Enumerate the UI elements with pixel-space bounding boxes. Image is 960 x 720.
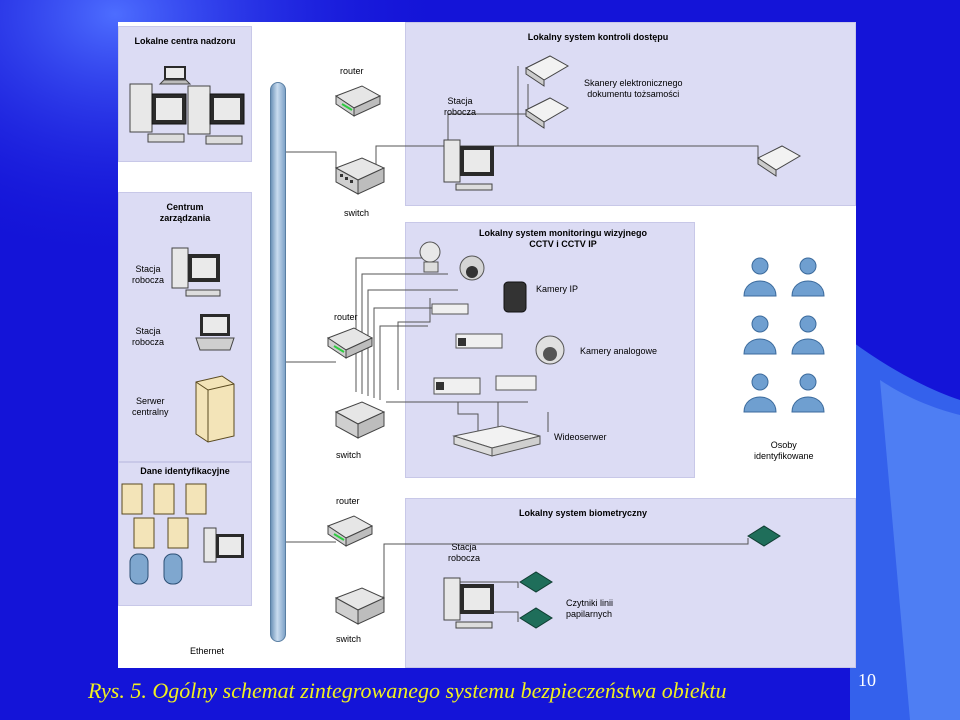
analog-cameras-label: Kamery analogowe	[580, 346, 658, 356]
identified-persons-label: Osoby identyfikowane	[754, 440, 814, 461]
biometric-workstation-icon	[443, 577, 494, 629]
scanner-icon	[757, 145, 802, 177]
identification-title: Dane identyfikacyjne	[140, 466, 230, 476]
fingerprint-readers-icon	[519, 571, 553, 629]
management-title: Centrum zarządzania	[159, 202, 211, 223]
surveillance-title: Lokalne centra nadzoru	[134, 36, 236, 46]
fingerprint-readers-label: Czytniki linii papilarnych	[566, 598, 614, 619]
slide-accent-shape	[850, 340, 960, 720]
biometric-workstation-label: Stacja robocza	[448, 542, 481, 563]
router-1-label: router	[340, 66, 364, 76]
central-server-label: Serwer centralny	[132, 396, 169, 417]
router-2-icon	[326, 327, 374, 359]
laptop-icon	[195, 314, 235, 351]
router-3-icon	[326, 515, 374, 547]
identification-servers-icon	[121, 483, 244, 585]
switch-3-icon	[334, 587, 386, 625]
page-number: 10	[858, 670, 876, 690]
ethernet-label: Ethernet	[190, 646, 225, 656]
fingerprint-reader-icon	[747, 525, 781, 547]
server-icon	[195, 375, 235, 443]
cctv-title: Lokalny system monitoringu wizyjnego CCT…	[478, 228, 648, 249]
ip-cameras-label: Kamery IP	[536, 284, 579, 294]
ip-cameras-icon	[419, 241, 527, 313]
access-control-title: Lokalny system kontroli dostępu	[527, 32, 669, 42]
biometric-title: Lokalny system biometryczny	[518, 508, 648, 518]
videoserver-label: Wideoserwer	[554, 432, 607, 442]
workstations-icon	[129, 66, 245, 145]
access-workstation-icon	[443, 139, 494, 191]
management-workstation-icon	[171, 247, 221, 297]
ethernet-backbone	[270, 82, 286, 642]
router-1-icon	[334, 85, 382, 117]
switch-1-label: switch	[344, 208, 370, 218]
management-workstation-2-label: Stacja robocza	[132, 326, 165, 347]
analog-cameras-icon	[431, 303, 565, 395]
switch-3-label: switch	[336, 634, 362, 644]
switch-1-icon	[334, 157, 386, 195]
identified-persons-icon	[743, 257, 825, 413]
security-system-diagram: Lokalne centra nadzoru Centrum zarządzan…	[118, 22, 856, 668]
scanners-label: Skanery elektronicznego dokumentu tożsam…	[584, 78, 683, 99]
document-scanners-icon	[525, 55, 570, 129]
switch-2-icon	[334, 401, 386, 439]
management-workstation-1-label: Stacja robocza	[132, 264, 165, 285]
panel-biometric	[405, 498, 856, 668]
router-3-label: router	[336, 496, 360, 506]
access-workstation-label: Stacja robocza	[444, 96, 477, 117]
videoserver-icon	[452, 425, 541, 457]
switch-2-label: switch	[336, 450, 362, 460]
router-2-label: router	[334, 312, 358, 322]
figure-caption: Rys. 5. Ogólny schemat zintegrowanego sy…	[88, 678, 727, 703]
